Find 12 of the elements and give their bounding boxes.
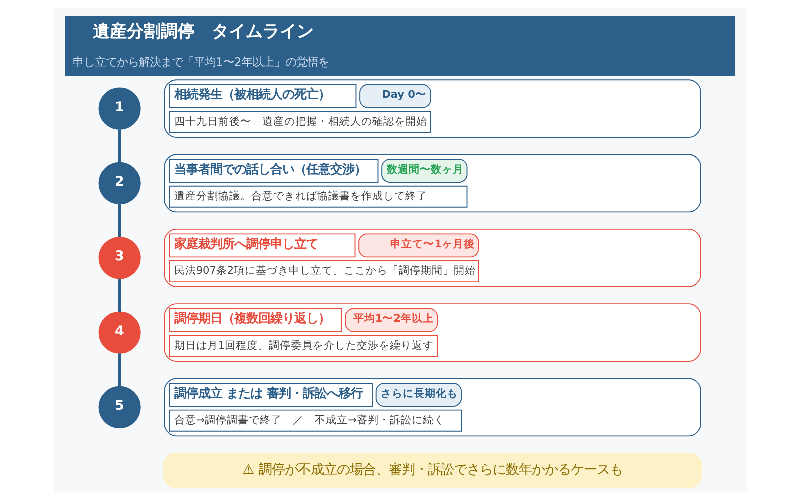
- connector: [118, 278, 121, 312]
- connector: [118, 204, 121, 238]
- caption: 申し立てから解決まで「平均1〜2年以上」の覚悟を: [72, 54, 330, 69]
- connector: [118, 354, 121, 387]
- node-circle: 3: [98, 237, 140, 280]
- node-circle: 2: [98, 162, 140, 205]
- node-box: ⚠ 調停が不成立の場合、審判・訴訟でさらに数年かかるケースも: [162, 452, 702, 488]
- node-circle: 1: [98, 88, 140, 130]
- diagram-title: 遺産分割調停 タイムライン: [92, 22, 314, 42]
- node-circle: 4: [98, 312, 140, 354]
- connector: [118, 130, 121, 163]
- node-circle: 5: [98, 386, 140, 429]
